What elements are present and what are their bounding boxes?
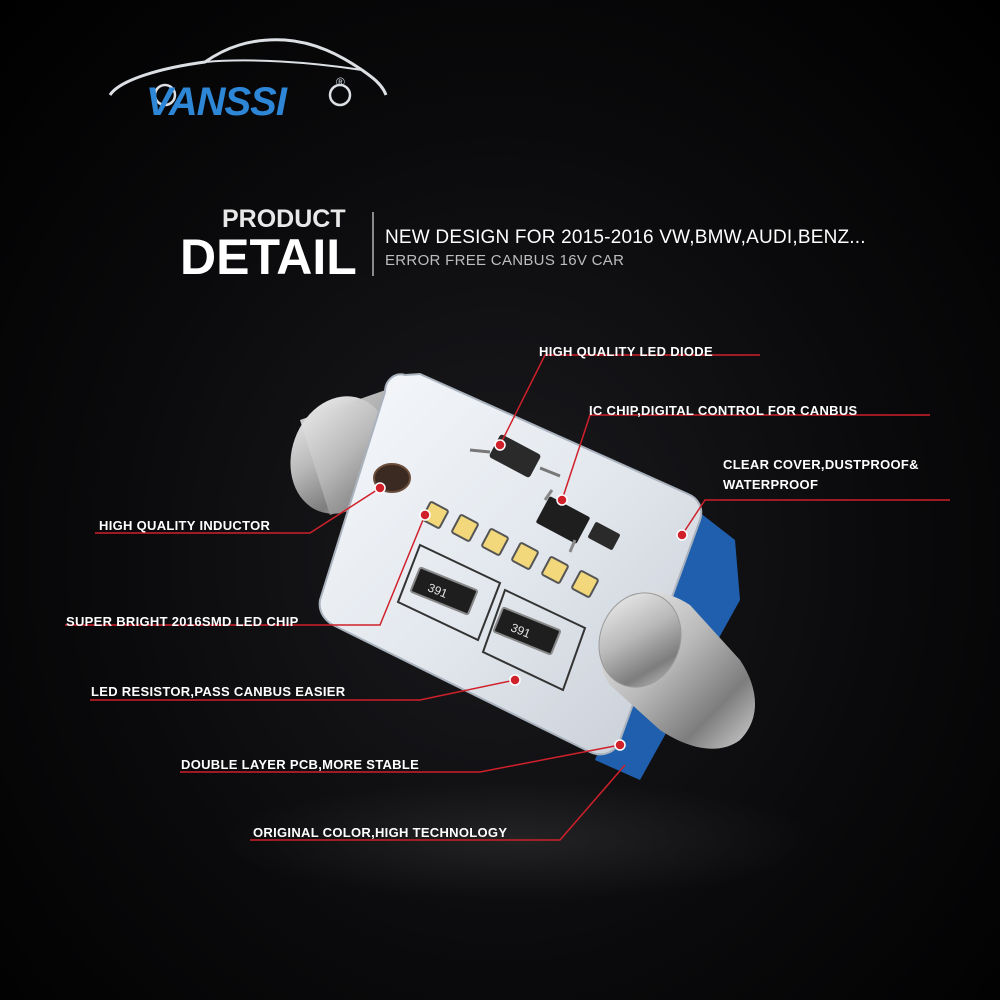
brand-logo: VANSSI ® [100,20,390,124]
header-tagline: NEW DESIGN FOR 2015-2016 VW,BMW,AUDI,BEN… [385,227,866,248]
pcb-traces [396,543,587,692]
label-clear-cover: CLEAR COVER,DUSTPROOF& [723,457,919,472]
label-original-color: ORIGINAL COLOR,HIGH TECHNOLOGY [253,825,508,840]
ic-chip [536,489,620,553]
callout-dots [374,439,688,751]
resistor-left: 391 [409,566,479,616]
logo-wordmark: VANSSI [146,80,287,124]
registered-mark: ® [336,75,345,89]
smd-led-chips [421,501,599,598]
car-silhouette-icon [108,38,388,107]
header-subtagline: ERROR FREE CANBUS 16V CAR [385,252,625,269]
label-pcb: DOUBLE LAYER PCB,MORE STABLE [181,757,420,772]
right-end-cap [598,591,755,749]
header-detail: DETAIL [180,229,357,285]
header-divider [372,212,374,276]
header-product: PRODUCT [222,205,346,233]
label-inductor: HIGH QUALITY INDUCTOR [99,518,271,533]
label-ic-chip: IC CHIP,DIGITAL CONTROL FOR CANBUS [589,403,858,418]
label-led-chip: SUPER BRIGHT 2016SMD LED CHIP [66,614,299,629]
label-led-diode: HIGH QUALITY LED DIODE [539,344,713,359]
resistor-right: 391 [492,606,562,656]
label-clear-cover-2: WATERPROOF [723,477,819,492]
callout-lines [65,354,950,841]
label-resistor: LED RESISTOR,PASS CANBUS EASIER [91,684,346,699]
